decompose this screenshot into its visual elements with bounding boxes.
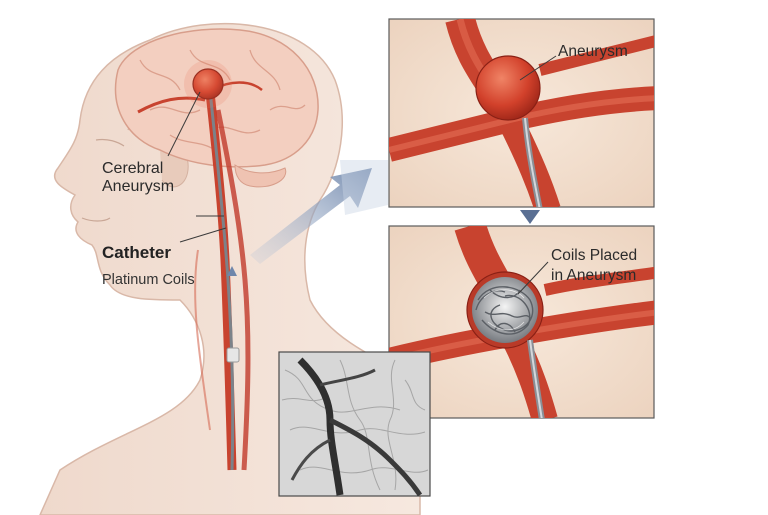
cerebral-aneurysm-label: Cerebral Aneurysm bbox=[102, 160, 174, 197]
coils-placed-label-line2: in Aneurysm bbox=[551, 266, 637, 286]
aneurysm-glow bbox=[184, 60, 232, 108]
cerebral-aneurysm-label-line1: Cerebral bbox=[102, 160, 174, 178]
catheter-hub bbox=[227, 348, 239, 362]
platinum-coils-label: Platinum Coils bbox=[102, 272, 195, 289]
catheter-label: Catheter bbox=[102, 243, 171, 263]
step-arrow bbox=[520, 210, 540, 224]
cerebral-aneurysm-label-line2: Aneurysm bbox=[102, 178, 174, 196]
angiogram-inset bbox=[279, 352, 430, 496]
zoom-arrow-shadow bbox=[340, 160, 388, 215]
coils-placed-label: Coils Placed in Aneurysm bbox=[551, 246, 637, 286]
aneurysm-label: Aneurysm bbox=[558, 43, 628, 61]
coils-placed-label-line1: Coils Placed bbox=[551, 246, 637, 266]
